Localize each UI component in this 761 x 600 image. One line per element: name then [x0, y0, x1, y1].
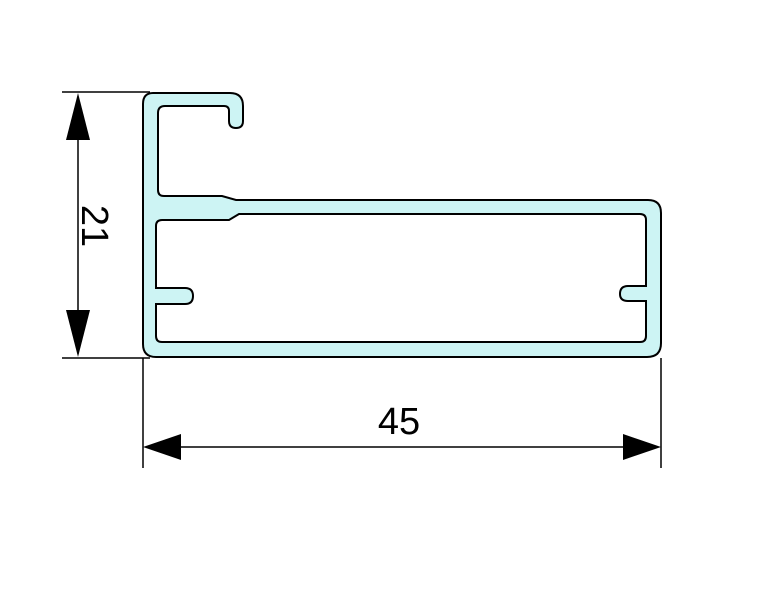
height-dimension-label: 21: [73, 205, 115, 247]
height-arrow-top: [66, 93, 90, 140]
width-arrow-left: [143, 434, 181, 460]
profile-cross-section: [142, 92, 662, 358]
profile-outer-outline: [142, 92, 662, 358]
height-dimension: 21: [66, 93, 115, 357]
height-arrow-bottom: [66, 310, 90, 357]
width-dimension-label: 45: [378, 401, 420, 443]
width-arrow-right: [623, 434, 661, 460]
width-dimension: 45: [143, 401, 661, 460]
extension-lines: [62, 91, 662, 468]
